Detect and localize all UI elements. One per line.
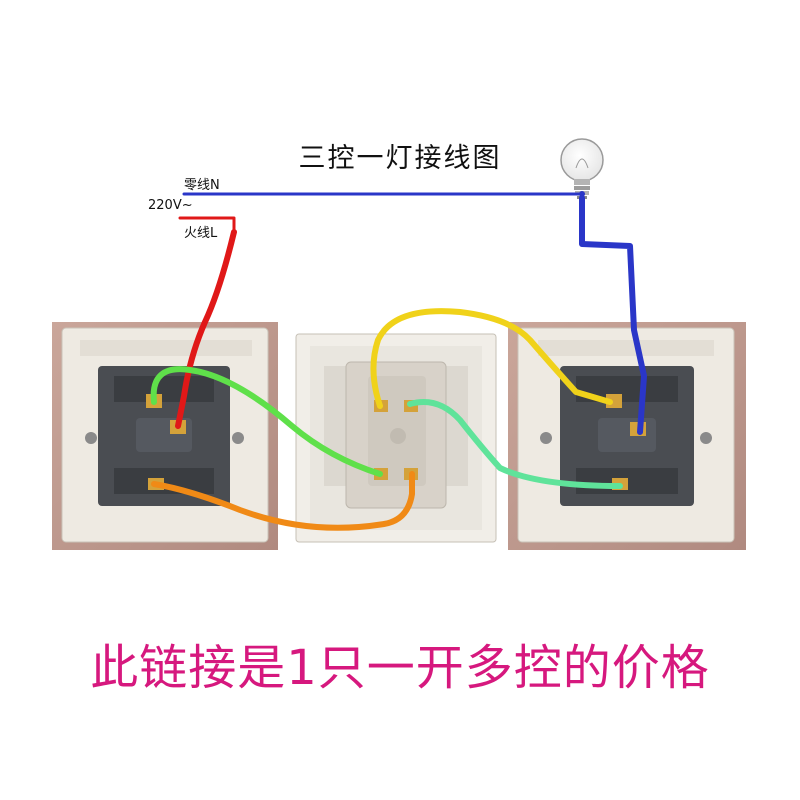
live-wire: [175, 229, 237, 429]
switch-left: [52, 322, 278, 550]
traveler-wire-orange: [151, 471, 415, 531]
price-caption: 此链接是1只一开多控的价格: [90, 640, 710, 696]
live-label: 火线L: [184, 226, 218, 241]
wires: [150, 192, 647, 531]
live-wire-label-line: [178, 216, 236, 234]
diagram-title: 三控一灯接线图: [298, 143, 502, 174]
neutral-wire-to-switch: [579, 195, 647, 435]
wire-dots: [579, 191, 585, 197]
traveler-wire-yellow-middle: [370, 308, 613, 409]
switch-middle: [295, 333, 497, 543]
voltage-label: 220V~: [148, 198, 193, 213]
traveler-wire-mint: [407, 399, 623, 489]
neutral-label: 零线N: [184, 178, 220, 193]
traveler-wire-green-left: [150, 366, 383, 477]
